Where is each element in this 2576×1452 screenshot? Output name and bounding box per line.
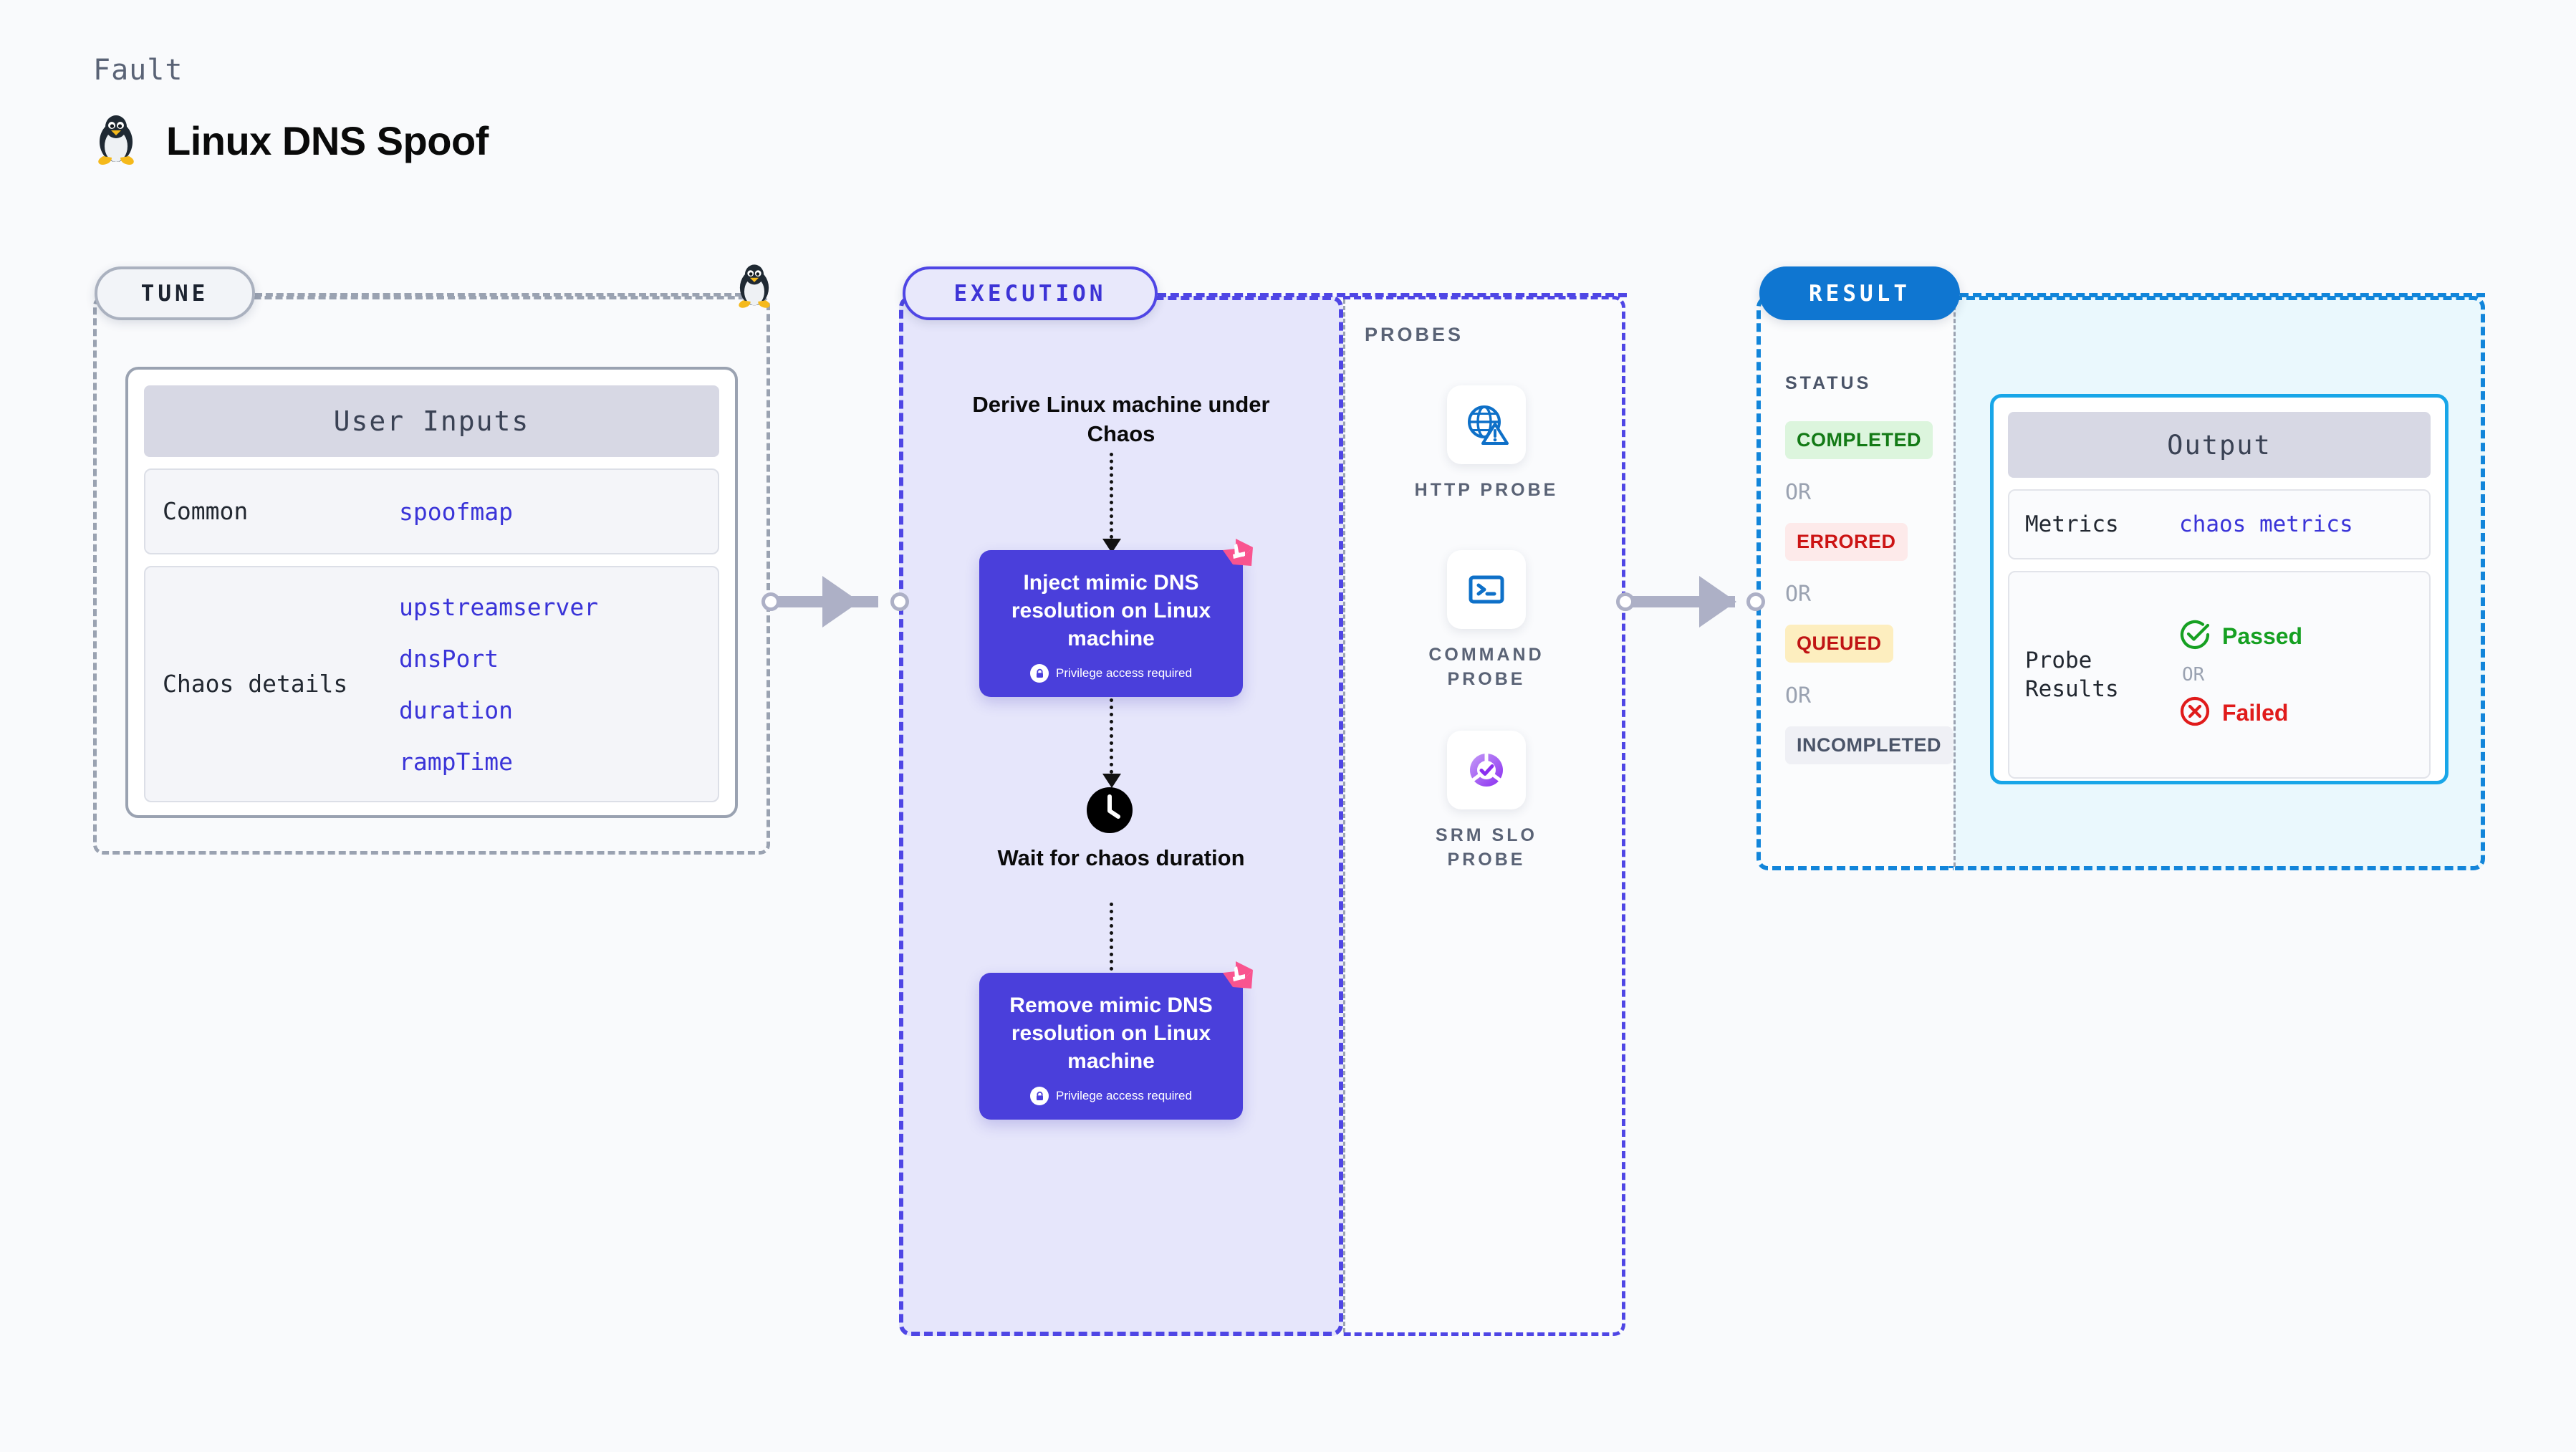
output-probe-results-key: Probe Results: [2025, 647, 2119, 702]
output-row-probe-results: Probe Results Passed OR: [2008, 571, 2431, 779]
tune-row-chaos-details: Chaos details upstreamserver dnsPort dur…: [144, 566, 719, 802]
stage-label-result[interactable]: RESULT: [1759, 266, 1960, 320]
stage-label-execution[interactable]: EXECUTION: [903, 266, 1158, 320]
execution-action-remove-note: Privilege access required: [1056, 1089, 1192, 1102]
probe-result-passed-label: Passed: [2222, 623, 2303, 649]
linux-penguin-badge-icon: [734, 264, 774, 313]
x-circle-icon: [2179, 696, 2211, 731]
linux-penguin-icon: [93, 115, 139, 166]
tune-row-chaos-values: upstreamserver dnsPort duration rampTime: [399, 593, 598, 776]
tune-param-spoofmap[interactable]: spoofmap: [399, 497, 513, 526]
tune-row-common-values: spoofmap: [399, 498, 513, 526]
execution-action-inject-title: Inject mimic DNS resolution on Linux mac…: [1011, 571, 1211, 650]
tune-row-chaos-key: Chaos details: [163, 670, 348, 698]
probe-command[interactable]: COMMAND PROBE: [1404, 550, 1569, 692]
probe-command-label: COMMAND PROBE: [1428, 645, 1544, 689]
probes-panel: [1343, 296, 1625, 1336]
stage-label-tune[interactable]: TUNE: [95, 266, 255, 320]
execution-action-remove[interactable]: Remove mimic DNS resolution on Linux mac…: [979, 961, 1253, 1120]
probe-result-or: OR: [2182, 664, 2205, 686]
status-badge-errored: ERRORED: [1785, 523, 1908, 561]
check-circle-icon: [2179, 619, 2211, 654]
output-card-title: Output: [2008, 412, 2431, 478]
tune-param-duration[interactable]: duration: [399, 696, 513, 724]
result-leader-line: [1960, 293, 2485, 297]
terminal-icon: [1447, 550, 1526, 629]
flow-connector-1: [1110, 453, 1113, 539]
output-probe-results-values: Passed OR Failed: [2179, 619, 2302, 731]
page-eyebrow: Fault: [93, 54, 183, 87]
execution-action-inject-note-row: Privilege access required: [994, 664, 1229, 683]
slo-check-icon: [1447, 731, 1526, 809]
execution-action-remove-title: Remove mimic DNS resolution on Linux mac…: [1009, 994, 1213, 1073]
tune-leader-line: [255, 293, 742, 297]
status-or-2: OR: [1785, 582, 1812, 607]
execution-action-remove-note-row: Privilege access required: [994, 1087, 1229, 1105]
execution-action-inject-note: Privilege access required: [1056, 666, 1192, 680]
result-stage-panel: [1756, 296, 1953, 870]
tune-stage-panel: [93, 296, 770, 855]
tune-row-common-key: Common: [163, 497, 249, 526]
flow-arrowhead-1: [1102, 539, 1121, 553]
execution-step-derive: Derive Linux machine under Chaos: [972, 392, 1270, 446]
probe-srm-slo-label: SRM SLO PROBE: [1436, 825, 1537, 870]
probe-result-failed: Failed: [2179, 696, 2302, 731]
result-divider: [1953, 299, 1956, 867]
probes-divider: [1343, 299, 1345, 1332]
execution-leader-line: [1158, 293, 1627, 297]
tune-row-common: Common spoofmap: [144, 468, 719, 554]
status-or-1: OR: [1785, 480, 1812, 505]
output-row-metrics: Metrics chaos metrics: [2008, 489, 2431, 559]
probes-title: PROBES: [1365, 324, 1464, 345]
probe-http-label: HTTP PROBE: [1414, 480, 1559, 500]
clock-icon: [1086, 787, 1133, 837]
execution-step-wait: Wait for chaos duration: [997, 845, 1245, 870]
chaos-pinwheel-icon: [1216, 957, 1256, 1001]
tune-param-dnsport[interactable]: dnsPort: [399, 644, 499, 673]
status-badge-completed: COMPLETED: [1785, 421, 1933, 459]
output-metrics-key: Metrics: [2025, 511, 2119, 537]
status-title: STATUS: [1785, 373, 1872, 393]
tune-param-upstreamserver[interactable]: upstreamserver: [399, 592, 599, 621]
page-title-row: Linux DNS Spoof: [93, 115, 489, 166]
lock-icon: [1030, 664, 1049, 683]
chaos-pinwheel-icon: [1216, 534, 1256, 578]
status-badge-incompleted: INCOMPLETED: [1785, 726, 1953, 764]
lock-icon: [1030, 1087, 1049, 1105]
probe-result-passed: Passed: [2179, 619, 2302, 654]
globe-warning-icon: [1447, 385, 1526, 464]
status-badge-queued: QUEUED: [1785, 625, 1893, 663]
user-inputs-card: User Inputs Common spoofmap Chaos detail…: [125, 367, 738, 818]
execution-action-inject[interactable]: Inject mimic DNS resolution on Linux mac…: [979, 539, 1253, 697]
status-or-3: OR: [1785, 683, 1812, 708]
probe-http[interactable]: HTTP PROBE: [1404, 385, 1569, 503]
probe-srm-slo[interactable]: SRM SLO PROBE: [1404, 731, 1569, 872]
flow-connector-3: [1110, 903, 1113, 978]
probe-result-failed-label: Failed: [2222, 700, 2289, 726]
flow-connector-2: [1110, 698, 1113, 774]
user-inputs-title: User Inputs: [144, 385, 719, 457]
output-card: Output Metrics chaos metrics Probe Resul…: [1990, 394, 2448, 784]
flow-arrowhead-2: [1102, 774, 1121, 788]
page-title: Linux DNS Spoof: [166, 117, 489, 163]
tune-param-ramptime[interactable]: rampTime: [399, 747, 513, 776]
output-metrics-value[interactable]: chaos metrics: [2179, 511, 2353, 537]
